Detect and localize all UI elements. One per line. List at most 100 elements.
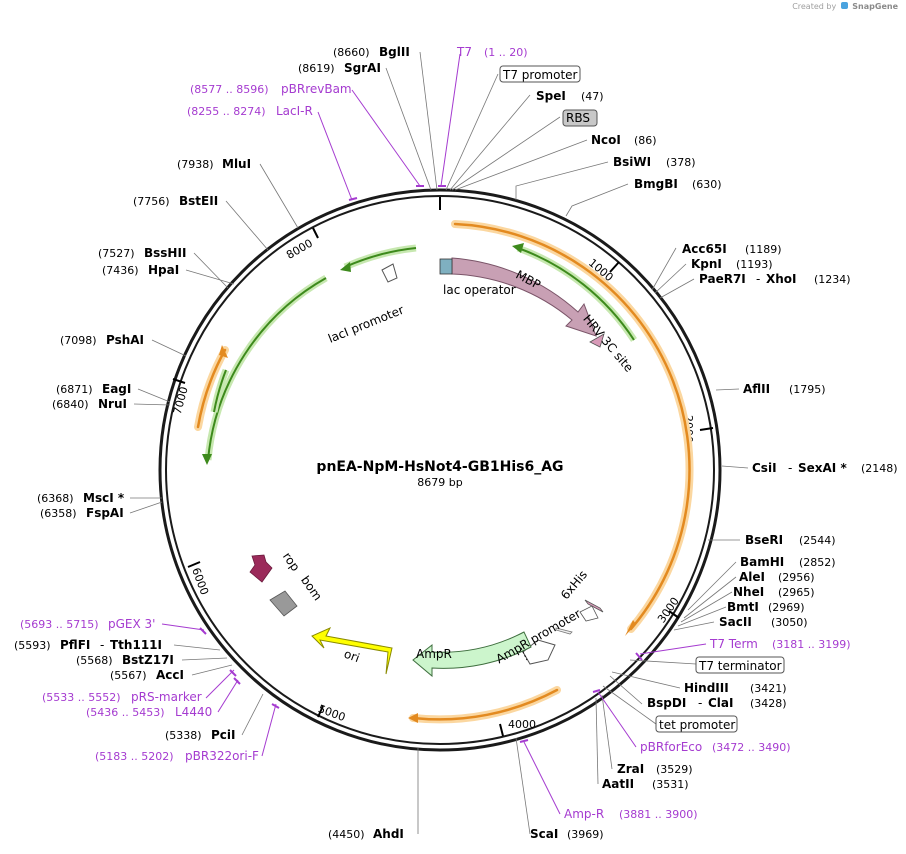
site-bglii: BglII: [379, 45, 410, 59]
connector-hindiii: [611, 671, 681, 689]
tick-label-4000: 4000: [508, 718, 536, 731]
connector-zrai: [601, 694, 613, 770]
tick-label-7000: 7000: [171, 385, 191, 415]
label-bom: bom: [298, 573, 325, 603]
pos-bsshii: (7527): [98, 247, 135, 260]
primer-pos-t7-term: (3181 .. 3199): [772, 638, 851, 651]
pos-clai: (3428): [750, 697, 787, 710]
primer-pos-t7: (1 .. 20): [484, 46, 528, 59]
orf-green-right: [517, 247, 635, 341]
primer-line-pbrforeco: [597, 691, 637, 748]
site-sgrai: SgrAI: [344, 61, 381, 75]
tick-1000: [609, 261, 620, 273]
tick-6000: [187, 561, 201, 568]
primer-line-t7term: [639, 643, 707, 655]
pos-pcii: (5338): [165, 729, 202, 742]
site-kpni: KpnI: [691, 257, 722, 271]
pos-xhoi: (1234): [814, 273, 851, 286]
site-eagi: EagI: [102, 382, 131, 396]
site-csii: CsiI: [752, 461, 777, 475]
left-labels: (8660) BglII T7 (1 .. 20) (8619) SgrAI (…: [14, 45, 528, 841]
primer-mark-prs-marker: [229, 669, 237, 677]
primer-pos-laci-r: (8255 .. 8274): [187, 105, 266, 118]
pos-bstz17i: (5568): [76, 654, 113, 667]
primer-line-laci-r: [317, 111, 353, 201]
connector-acc65i: [651, 247, 677, 291]
small-mark-feature: [555, 627, 573, 635]
connector-scai: [515, 737, 531, 835]
site-hindiii: HindIII: [684, 681, 729, 695]
sep-xhoi: -: [756, 272, 760, 286]
plasmid-title: pnEA-NpM-HsNot4-GB1His6_AG: [316, 459, 563, 475]
orf-bottom: [411, 688, 559, 721]
pos-acci: (5567): [110, 669, 147, 682]
connector-kpni: [654, 263, 687, 294]
pos-bamhi: (2852): [799, 556, 836, 569]
pos-ahdi: (4450): [328, 828, 365, 841]
tick-7000: [172, 378, 186, 384]
pos-sgrai: (8619): [298, 62, 335, 75]
credit-prefix: Created by: [792, 2, 837, 11]
ori-feature: [311, 626, 393, 675]
primer-pos-prs-marker: (5533 .. 5552): [42, 691, 121, 704]
connector-csii: [721, 465, 749, 469]
pos-nhei: (2965): [778, 586, 815, 599]
site-aatii: AatII: [602, 777, 634, 791]
connector-sgrai: [385, 67, 432, 191]
site-hpai: HpaI: [148, 263, 179, 277]
sep-clai: -: [698, 696, 702, 710]
primer-line-amp-r: [523, 741, 561, 815]
connector-pshai: [151, 339, 187, 357]
primer-line-prs-marker: [205, 669, 235, 699]
primer-amp-r: Amp-R: [564, 807, 604, 821]
backbone-inner: [165, 195, 715, 745]
primer-mark-laci-r: [348, 197, 358, 201]
site-mlui: MluI: [222, 157, 251, 171]
pos-hindiii: (3421): [750, 682, 787, 695]
pos-alei: (2956): [778, 571, 815, 584]
site-bsshii: BssHII: [144, 246, 186, 260]
pos-bsiwi: (378): [666, 156, 696, 169]
connector-t7promoter: [445, 73, 499, 191]
site-pshai: PshAI: [106, 333, 144, 347]
connector-sacii: [673, 621, 715, 631]
primer-mark-pbrforeco: [592, 689, 601, 693]
label-rop: rop: [280, 550, 303, 574]
label-hrv-3c-site: HRV 3C site: [580, 312, 636, 375]
site-fspai: FspAI: [86, 506, 124, 520]
connector-bsteii: [225, 200, 269, 251]
primer-l4440: L4440: [175, 705, 212, 719]
connector-pflfi: [173, 644, 221, 651]
orf-green-top-glow: [343, 244, 417, 271]
box-t7-promoter: [499, 65, 581, 83]
credit-brand: SnapGene: [852, 2, 898, 11]
primer-pos-amp-r: (3881 .. 3900): [619, 808, 698, 821]
small-promoter-feature: [579, 605, 599, 622]
sep-sexai: -: [788, 461, 792, 475]
site-bamhi: BamHI: [740, 555, 784, 569]
primer-mark-t7term: [635, 652, 643, 661]
connector-nrui: [133, 403, 171, 406]
pos-sexai: (2148): [861, 462, 898, 475]
connector-aatii: [595, 697, 599, 785]
connector-bstz17i: [181, 657, 228, 661]
site-pcii: PciI: [211, 728, 236, 742]
pos-acc65i: (1189): [745, 243, 782, 256]
connector-hpai: [185, 269, 235, 285]
pos-hpai: (7436): [102, 264, 139, 277]
pos-kpni: (1193): [736, 258, 773, 271]
pos-pshai: (7098): [60, 334, 97, 347]
primer-pos-pbrforeco: (3472 .. 3490): [712, 741, 791, 754]
tick-2000: [699, 427, 714, 431]
connector-alei: [683, 576, 737, 619]
primer-prs-marker: pRS-marker: [131, 690, 202, 704]
tick-label-6000: 6000: [189, 566, 211, 597]
site-bmgbi: BmgBI: [634, 177, 678, 191]
primer-t7: T7: [456, 45, 472, 59]
connector-fspai: [129, 501, 163, 514]
orange-orfs: [194, 220, 694, 724]
site-bsiwi: BsiWI: [613, 155, 651, 169]
connector-eagi: [137, 388, 171, 403]
primer-mark-pgex3: [199, 627, 207, 635]
